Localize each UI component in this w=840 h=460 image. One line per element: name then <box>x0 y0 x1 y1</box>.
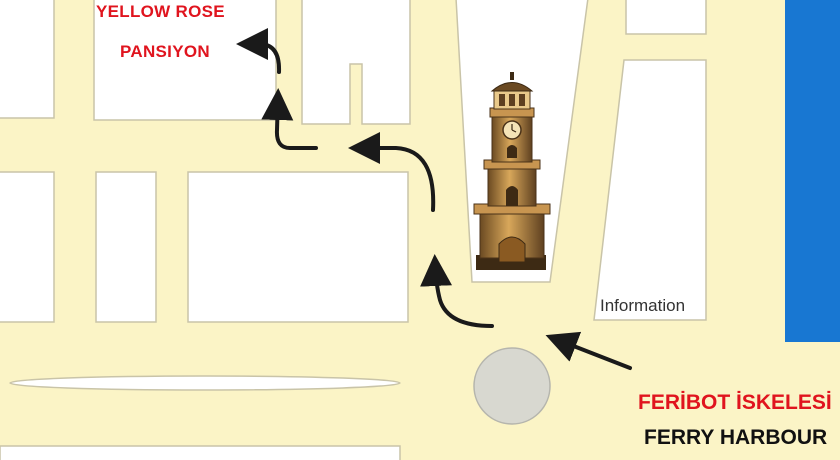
route-arrow <box>236 28 282 74</box>
information-label: Information <box>600 296 686 315</box>
block <box>593 59 707 321</box>
hotel-name-label: YELLOW ROSE <box>96 2 225 21</box>
block <box>187 171 409 323</box>
clock-tower-icon <box>473 72 551 270</box>
route-arrow <box>545 331 632 370</box>
block <box>0 171 55 323</box>
ferry-label-english: FERRY HARBOUR <box>644 426 828 449</box>
route-arrow <box>348 132 436 212</box>
block <box>0 0 55 119</box>
roundabout <box>473 347 551 425</box>
block <box>0 445 401 460</box>
road-median <box>9 375 401 391</box>
route-arrows <box>236 28 632 370</box>
route-arrow <box>420 254 494 328</box>
sea <box>785 0 840 342</box>
ferry-label-turkish: FERİBOT İSKELESİ <box>638 391 832 414</box>
block <box>301 0 411 125</box>
block <box>625 0 707 35</box>
block <box>95 171 157 323</box>
route-arrow <box>261 88 318 150</box>
hotel-name-label-line2: PANSIYON <box>120 42 210 61</box>
